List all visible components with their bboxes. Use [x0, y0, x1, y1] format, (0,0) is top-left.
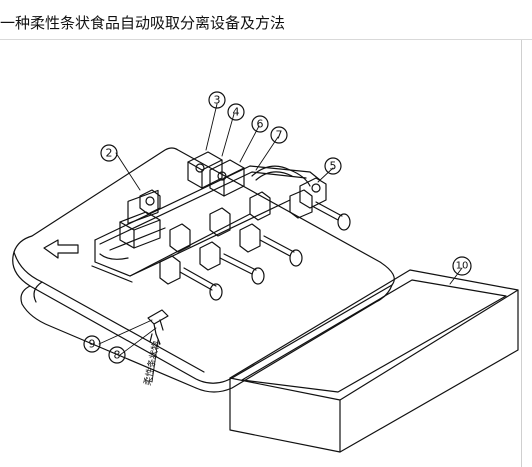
callout-label-6: 6	[257, 118, 264, 131]
suction-cup-row	[159, 189, 351, 301]
callout-label-8: 8	[114, 349, 121, 362]
callout-label-5: 5	[330, 160, 337, 173]
callout-circle-9	[83, 335, 101, 353]
valve-assembly-5	[299, 177, 327, 209]
valve-assembly-3-4	[187, 151, 245, 197]
callout-label-2: 2	[106, 147, 113, 160]
technical-drawing: 2 3 4 5 6 7 8 9 10 柔性条状物	[12, 91, 519, 453]
air-hoses	[99, 165, 311, 260]
sensor-assembly	[147, 309, 169, 345]
callout-label-9: 9	[89, 338, 96, 351]
valve-assembly-2	[119, 189, 161, 249]
mounting-frame	[91, 165, 321, 283]
callout-label-7: 7	[276, 129, 283, 142]
collection-tray	[229, 269, 519, 453]
callout-circle-7	[270, 126, 288, 144]
conveyor-belt	[12, 147, 395, 393]
callout-circle-6	[251, 115, 269, 133]
leader-lines	[98, 103, 463, 383]
title-bar: 一种柔性条状食品自动吸取分离设备及方法	[0, 0, 532, 40]
callout-circle-5	[324, 157, 342, 175]
callout-label-4: 4	[233, 106, 240, 119]
callout-circle-2	[100, 144, 118, 162]
callout-circle-8	[108, 346, 126, 364]
direction-arrow	[43, 239, 79, 259]
callout-circle-10	[452, 256, 472, 276]
callout-label-3: 3	[214, 94, 221, 107]
page-title: 一种柔性条状食品自动吸取分离设备及方法	[0, 14, 286, 32]
right-frame-line	[521, 40, 522, 467]
callout-label-10: 10	[456, 261, 469, 272]
part-label-flexible-strip: 柔性条状物	[141, 340, 162, 387]
callout-circle-3	[208, 91, 226, 109]
callout-circle-4	[227, 103, 245, 121]
